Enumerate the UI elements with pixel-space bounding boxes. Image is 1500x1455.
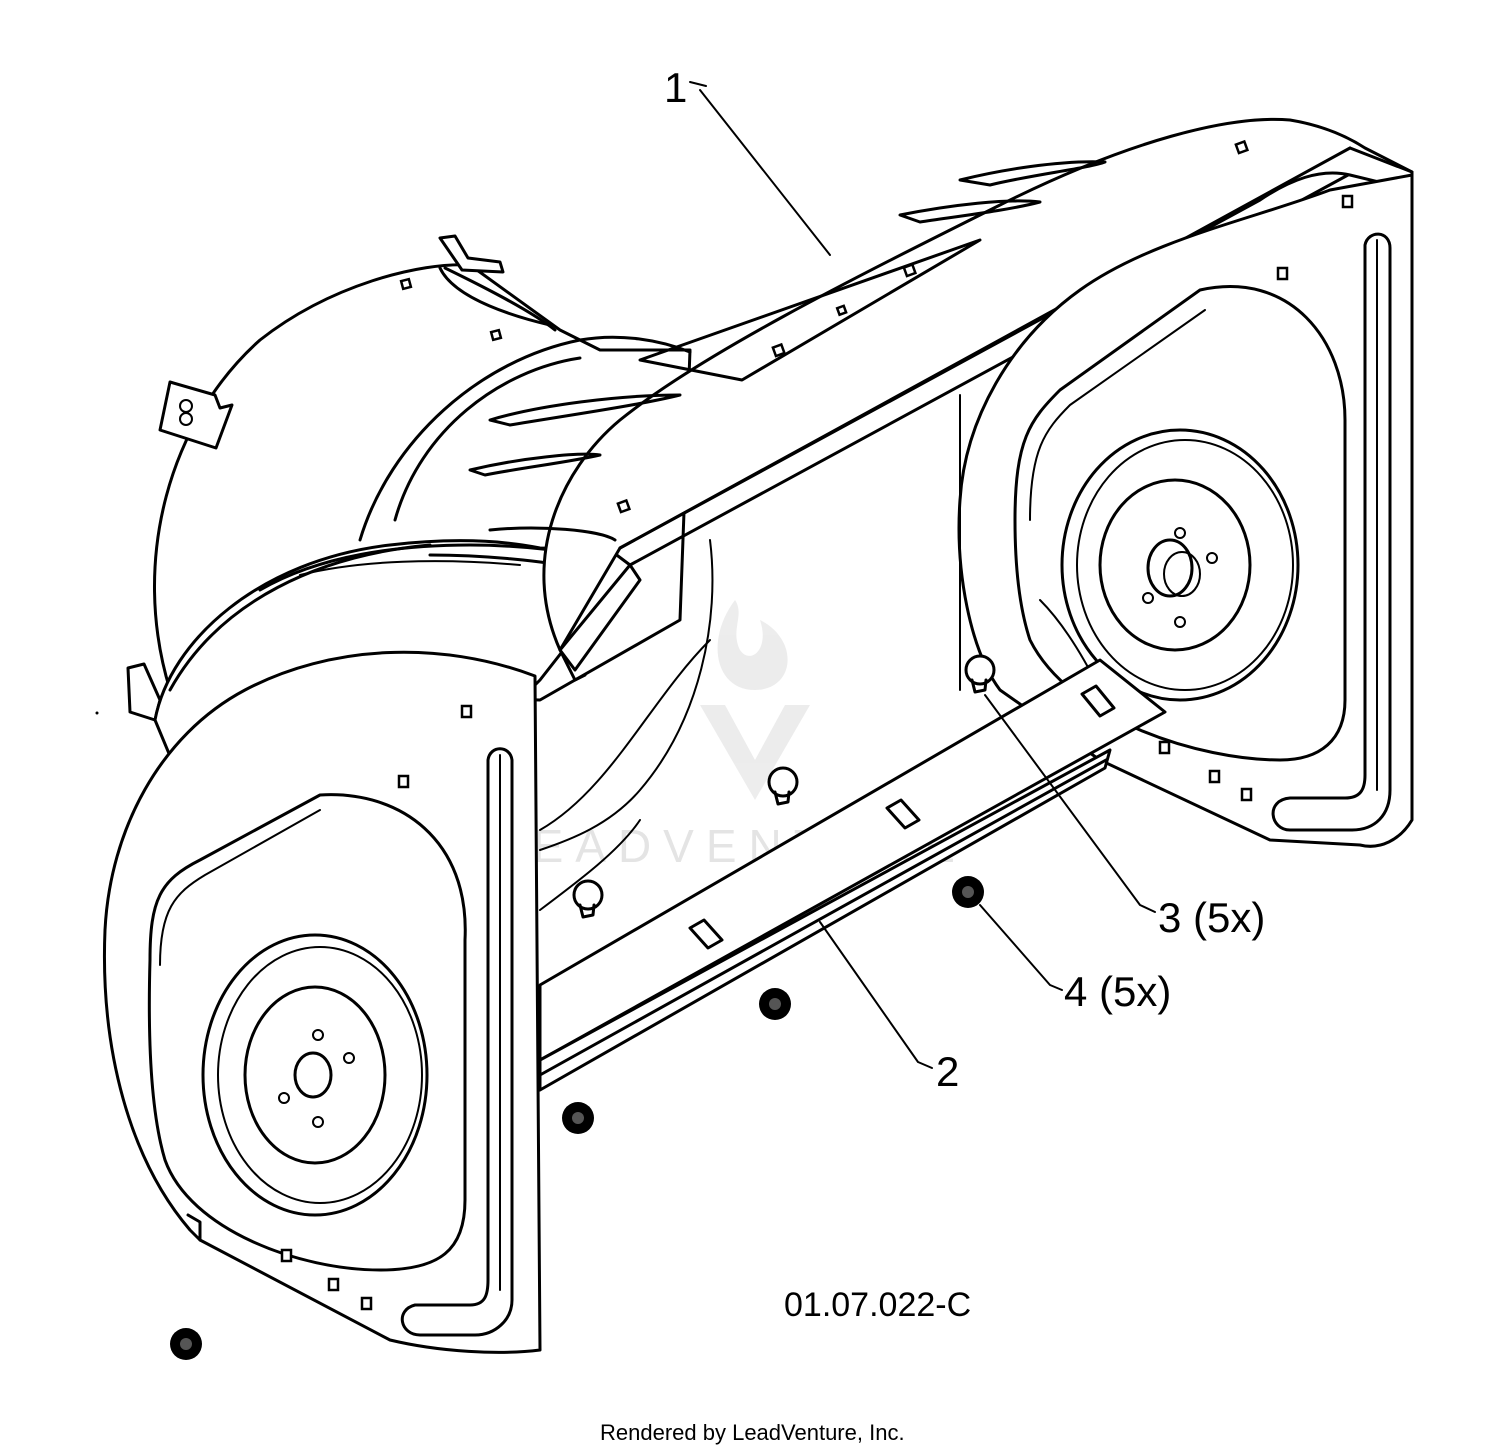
scraper-bar bbox=[538, 394, 1167, 1092]
housing-top-panel bbox=[468, 89, 1414, 682]
leader-4 bbox=[979, 904, 1063, 991]
drawing-code: 01.07.022-C bbox=[784, 1286, 971, 1324]
left-side-plate bbox=[103, 639, 711, 1354]
nut-3 bbox=[562, 1102, 594, 1134]
nut-2 bbox=[759, 988, 791, 1020]
callout-2: 2 bbox=[936, 1048, 959, 1095]
callout-3: 3 (5x) bbox=[1158, 894, 1265, 941]
watermark-logo bbox=[700, 600, 810, 800]
leader-2 bbox=[819, 921, 933, 1069]
bolt-1 bbox=[964, 654, 996, 694]
bolt-3 bbox=[572, 879, 604, 919]
render-credit: Rendered by LeadVenture, Inc. bbox=[600, 1420, 905, 1445]
carriage-bolts bbox=[572, 654, 996, 919]
leader-3 bbox=[984, 694, 1156, 913]
nuts bbox=[170, 876, 984, 1360]
callout-4: 4 (5x) bbox=[1064, 968, 1171, 1015]
nut-1 bbox=[952, 876, 984, 908]
callout-1: 1 bbox=[664, 64, 687, 111]
bolt-2 bbox=[767, 766, 799, 806]
stray-dot bbox=[95, 711, 99, 715]
nut-4 bbox=[170, 1328, 202, 1360]
leader-lines bbox=[689, 81, 1156, 1069]
leader-1 bbox=[689, 81, 707, 87]
